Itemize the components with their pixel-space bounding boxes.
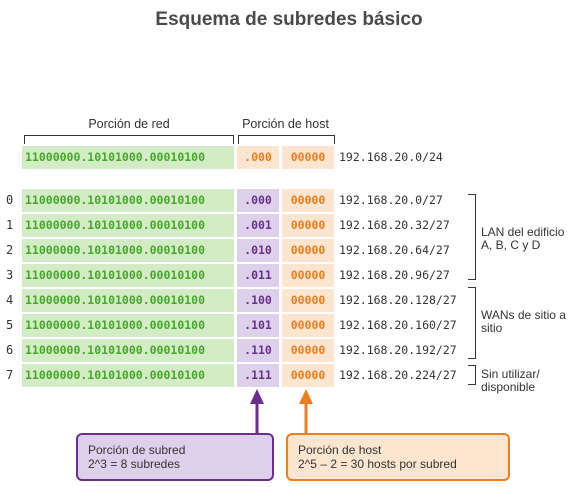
host-portion-bracket bbox=[238, 135, 335, 144]
lan-group-label: LAN del edificio A, B, C y D bbox=[481, 226, 564, 252]
row-address: 192.168.20.96/27 bbox=[339, 268, 450, 282]
host-callout-text: 2^5 – 2 = 30 hosts por subred bbox=[298, 457, 457, 471]
host-portion-callout: Porción de host 2^5 – 2 = 30 hosts por s… bbox=[286, 433, 510, 481]
row-address: 192.168.20.32/27 bbox=[339, 218, 450, 232]
row-subnet-bits: .010 bbox=[237, 239, 279, 262]
row-network-bits: 11000000.10101000.00010100 bbox=[22, 239, 234, 262]
row-address: 192.168.20.128/27 bbox=[339, 293, 457, 307]
row-index: 0 bbox=[6, 193, 14, 207]
row-network-bits: 11000000.10101000.00010100 bbox=[22, 189, 234, 212]
network-portion-label: Porción de red bbox=[88, 117, 170, 131]
row-host-bits: 00000 bbox=[282, 339, 334, 362]
row-network-bits: 11000000.10101000.00010100 bbox=[22, 364, 234, 387]
row-subnet-bits: .101 bbox=[237, 314, 279, 337]
subnet-portion-callout: Porción de subred 2^3 = 8 subredes bbox=[76, 433, 274, 481]
row-index: 4 bbox=[6, 293, 14, 307]
row-subnet-bits: .100 bbox=[237, 289, 279, 312]
row-network-bits: 11000000.10101000.00010100 bbox=[22, 314, 234, 337]
host-arrow bbox=[299, 389, 313, 433]
subnet-callout-title: Porción de subred bbox=[88, 443, 186, 457]
row-network-bits: 11000000.10101000.00010100 bbox=[22, 264, 234, 287]
unused-group-bracket bbox=[468, 365, 476, 385]
row-host-bits: 00000 bbox=[282, 364, 334, 387]
wan-group-label-line2: sitio bbox=[481, 321, 503, 335]
row-host-bits: 00000 bbox=[282, 289, 334, 312]
row-address: 192.168.20.160/27 bbox=[339, 318, 457, 332]
row-host-bits: 00000 bbox=[282, 239, 334, 262]
row-address: 192.168.20.192/27 bbox=[339, 343, 457, 357]
row-index: 2 bbox=[6, 243, 14, 257]
header-host-first-bits: .000 bbox=[237, 146, 279, 169]
subnet-arrow bbox=[250, 389, 264, 433]
row-subnet-bits: .000 bbox=[237, 189, 279, 212]
row-index: 6 bbox=[6, 343, 14, 357]
row-network-bits: 11000000.10101000.00010100 bbox=[22, 289, 234, 312]
row-subnet-bits: .111 bbox=[237, 364, 279, 387]
row-address: 192.168.20.0/27 bbox=[339, 193, 443, 207]
row-host-bits: 00000 bbox=[282, 189, 334, 212]
wan-group-label: WANs de sitio a sitio bbox=[481, 309, 566, 335]
row-address: 192.168.20.64/27 bbox=[339, 243, 450, 257]
row-index: 3 bbox=[6, 268, 14, 282]
wan-group-label-line1: WANs de sitio a bbox=[481, 308, 566, 322]
row-subnet-bits: .110 bbox=[237, 339, 279, 362]
header-host-rest-bits: 00000 bbox=[282, 146, 334, 169]
network-portion-bracket bbox=[24, 135, 234, 144]
lan-group-label-line2: A, B, C y D bbox=[481, 238, 541, 252]
row-address: 192.168.20.224/27 bbox=[339, 368, 457, 382]
row-host-bits: 00000 bbox=[282, 314, 334, 337]
lan-group-bracket bbox=[468, 194, 476, 280]
row-subnet-bits: .001 bbox=[237, 214, 279, 237]
host-callout-title: Porción de host bbox=[298, 443, 382, 457]
unused-group-label-line2: disponible bbox=[481, 380, 536, 394]
row-index: 5 bbox=[6, 318, 14, 332]
header-address: 192.168.20.0/24 bbox=[339, 150, 443, 164]
subnet-callout-text: 2^3 = 8 subredes bbox=[88, 457, 181, 471]
wan-group-bracket bbox=[468, 287, 476, 359]
row-host-bits: 00000 bbox=[282, 264, 334, 287]
lan-group-label-line1: LAN del edificio bbox=[481, 225, 565, 239]
row-index: 7 bbox=[6, 368, 14, 382]
row-network-bits: 11000000.10101000.00010100 bbox=[22, 214, 234, 237]
row-network-bits: 11000000.10101000.00010100 bbox=[22, 339, 234, 362]
header-network-bits: 11000000.10101000.00010100 bbox=[22, 146, 234, 169]
row-host-bits: 00000 bbox=[282, 214, 334, 237]
page-title: Esquema de subredes básico bbox=[155, 9, 423, 30]
row-index: 1 bbox=[6, 218, 14, 232]
host-portion-label: Porción de host bbox=[242, 117, 329, 131]
unused-group-label: Sin utilizar/ disponible bbox=[481, 368, 540, 394]
unused-group-label-line1: Sin utilizar/ bbox=[481, 367, 540, 381]
row-subnet-bits: .011 bbox=[237, 264, 279, 287]
